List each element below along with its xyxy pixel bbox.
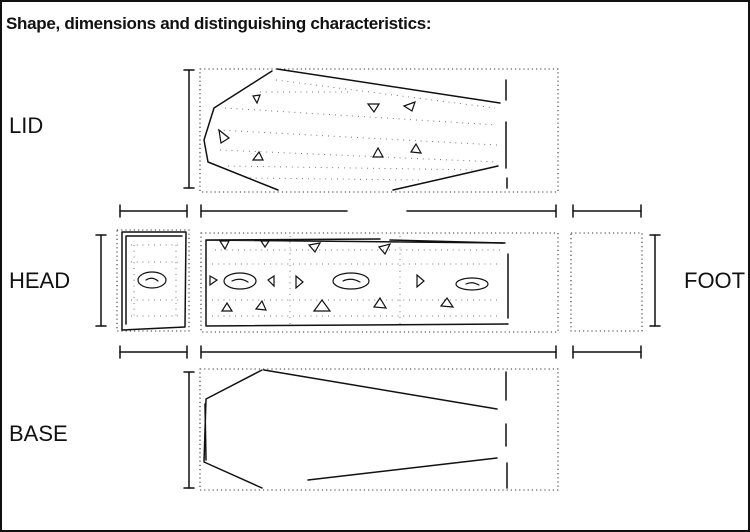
side-view [200,232,559,333]
base-outline-top [263,369,498,410]
side-knot-3 [455,277,489,291]
lid-label: LID [9,113,44,138]
foot-label: FOOT [684,268,746,293]
side-knot-2 [332,272,370,290]
sheet-title: Shape, dimensions and distinguishing cha… [6,14,432,33]
base-view [183,368,559,491]
head-end-view [95,229,190,332]
base-label: BASE [9,421,68,446]
head-label: HEAD [9,268,71,293]
head-end-outline [121,231,187,331]
foot-end-view [570,232,661,332]
lid-outline-top [276,68,501,104]
side-knot-1 [223,272,257,290]
base-outline-bottom [307,457,498,481]
upper-dimension-bars [119,204,642,218]
lid-view [183,68,559,193]
head-end-knot [137,271,167,289]
lower-dimension-bars [119,345,642,359]
base-outline-left [203,369,263,489]
lid-outline-left [203,70,279,191]
lid-outline-bottom [392,165,499,191]
lid-dotted-box [199,68,559,193]
